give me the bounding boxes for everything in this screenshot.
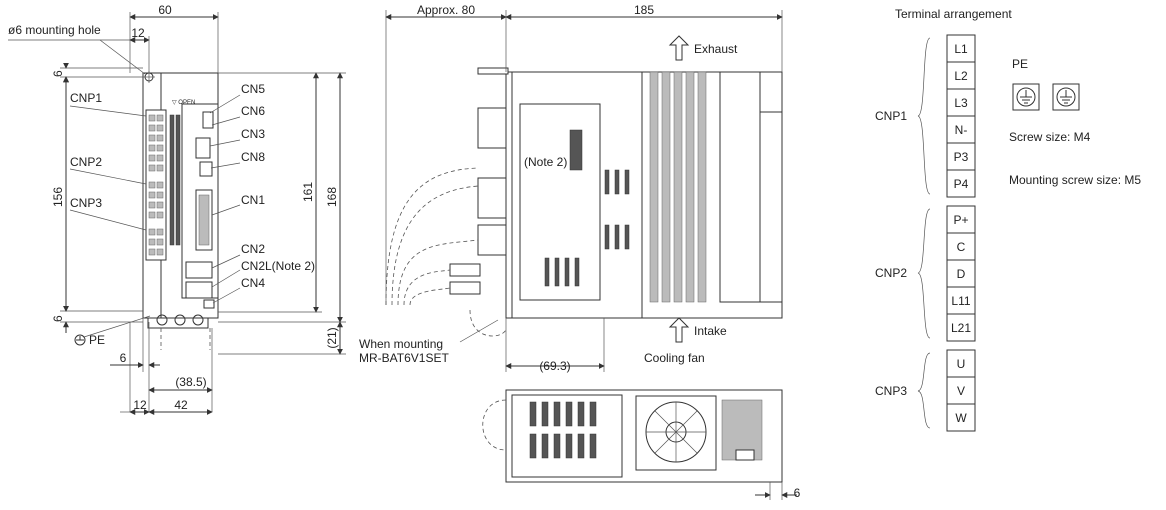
terminal-n: N-	[955, 123, 968, 137]
terminal-v: V	[957, 384, 965, 398]
heatsink-fins	[649, 71, 783, 303]
label-mounting-1: When mounting	[359, 337, 443, 351]
dim-bottom-12: 12	[133, 398, 147, 412]
dim-38-5: (38.5)	[175, 375, 206, 389]
dim-21: (21)	[325, 327, 339, 348]
label-cn4: CN4	[241, 276, 265, 290]
label-mounting-hole: ø6 mounting hole	[8, 23, 101, 37]
label-open: ▽ OPEN	[172, 100, 195, 106]
dim-width-60: 60	[158, 3, 172, 17]
dim-185: 185	[634, 3, 654, 17]
terminal-c: C	[957, 240, 966, 254]
terminal-w: W	[955, 411, 967, 425]
label-cnp2: CNP2	[70, 155, 102, 169]
label-cn2: CN2	[241, 242, 265, 256]
label-cn2l: CN2L(Note 2)	[241, 259, 315, 273]
terminal-p-plus: P+	[953, 213, 968, 227]
pe-terminal-icon	[1012, 83, 1040, 111]
label-intake: Intake	[694, 324, 727, 338]
group-cnp1: CNP1	[875, 109, 907, 123]
label-cooling-fan: Cooling fan	[644, 351, 705, 365]
front-view	[8, 12, 346, 415]
label-cnp3: CNP3	[70, 196, 102, 210]
dim-hole-12: 12	[131, 26, 145, 40]
terminal-title: Terminal arrangement	[895, 7, 1012, 21]
terminal-p3: P3	[954, 150, 969, 164]
dim-161: 161	[301, 182, 315, 202]
terminal-l3: L3	[954, 96, 968, 110]
dim-top-6: 6	[51, 70, 65, 77]
terminal-l2: L2	[954, 69, 968, 83]
dim-approx-80: Approx. 80	[417, 3, 475, 17]
label-note2: (Note 2)	[524, 155, 567, 169]
dim-168: 168	[325, 187, 339, 207]
terminal-u: U	[957, 357, 966, 371]
terminal-d: D	[957, 267, 966, 281]
group-cnp3: CNP3	[875, 384, 907, 398]
terminal-l11: L11	[951, 294, 970, 308]
terminal-arrangement	[917, 34, 1080, 432]
pe-terminal-icon	[1052, 83, 1080, 111]
terminal-p4: P4	[954, 177, 969, 191]
dim-69-3: (69.3)	[539, 359, 570, 373]
group-cnp2: CNP2	[875, 266, 907, 280]
label-pe: PE	[1012, 57, 1028, 71]
label-mounting-2: MR-BAT6V1SET	[359, 351, 449, 365]
dim-bottom-side-6: 6	[794, 486, 801, 500]
label-cn6: CN6	[241, 104, 265, 118]
dim-left-6: 6	[120, 351, 127, 365]
terminal-l1: L1	[954, 42, 968, 56]
label-cnp1: CNP1	[70, 91, 102, 105]
label-screw-size: Screw size: M4	[1009, 130, 1091, 144]
label-cn5: CN5	[241, 82, 265, 96]
pe-ground-icon	[74, 334, 86, 346]
label-pe-front: PE	[89, 333, 105, 347]
label-cn8: CN8	[241, 150, 265, 164]
side-view	[385, 10, 783, 372]
label-exhaust: Exhaust	[694, 42, 738, 56]
terminal-l21: L21	[951, 321, 971, 335]
label-cn3: CN3	[241, 127, 265, 141]
bottom-view	[482, 389, 797, 500]
dim-height-156: 156	[51, 187, 65, 207]
label-mounting-screw: Mounting screw size: M5	[1009, 173, 1141, 187]
exhaust-arrow-icon	[668, 35, 690, 61]
cnp-connectors	[145, 109, 167, 261]
dim-bottom-6: 6	[51, 315, 65, 322]
intake-arrow-icon	[668, 317, 690, 343]
dim-bottom-42: 42	[174, 398, 188, 412]
label-cn1: CN1	[241, 193, 265, 207]
